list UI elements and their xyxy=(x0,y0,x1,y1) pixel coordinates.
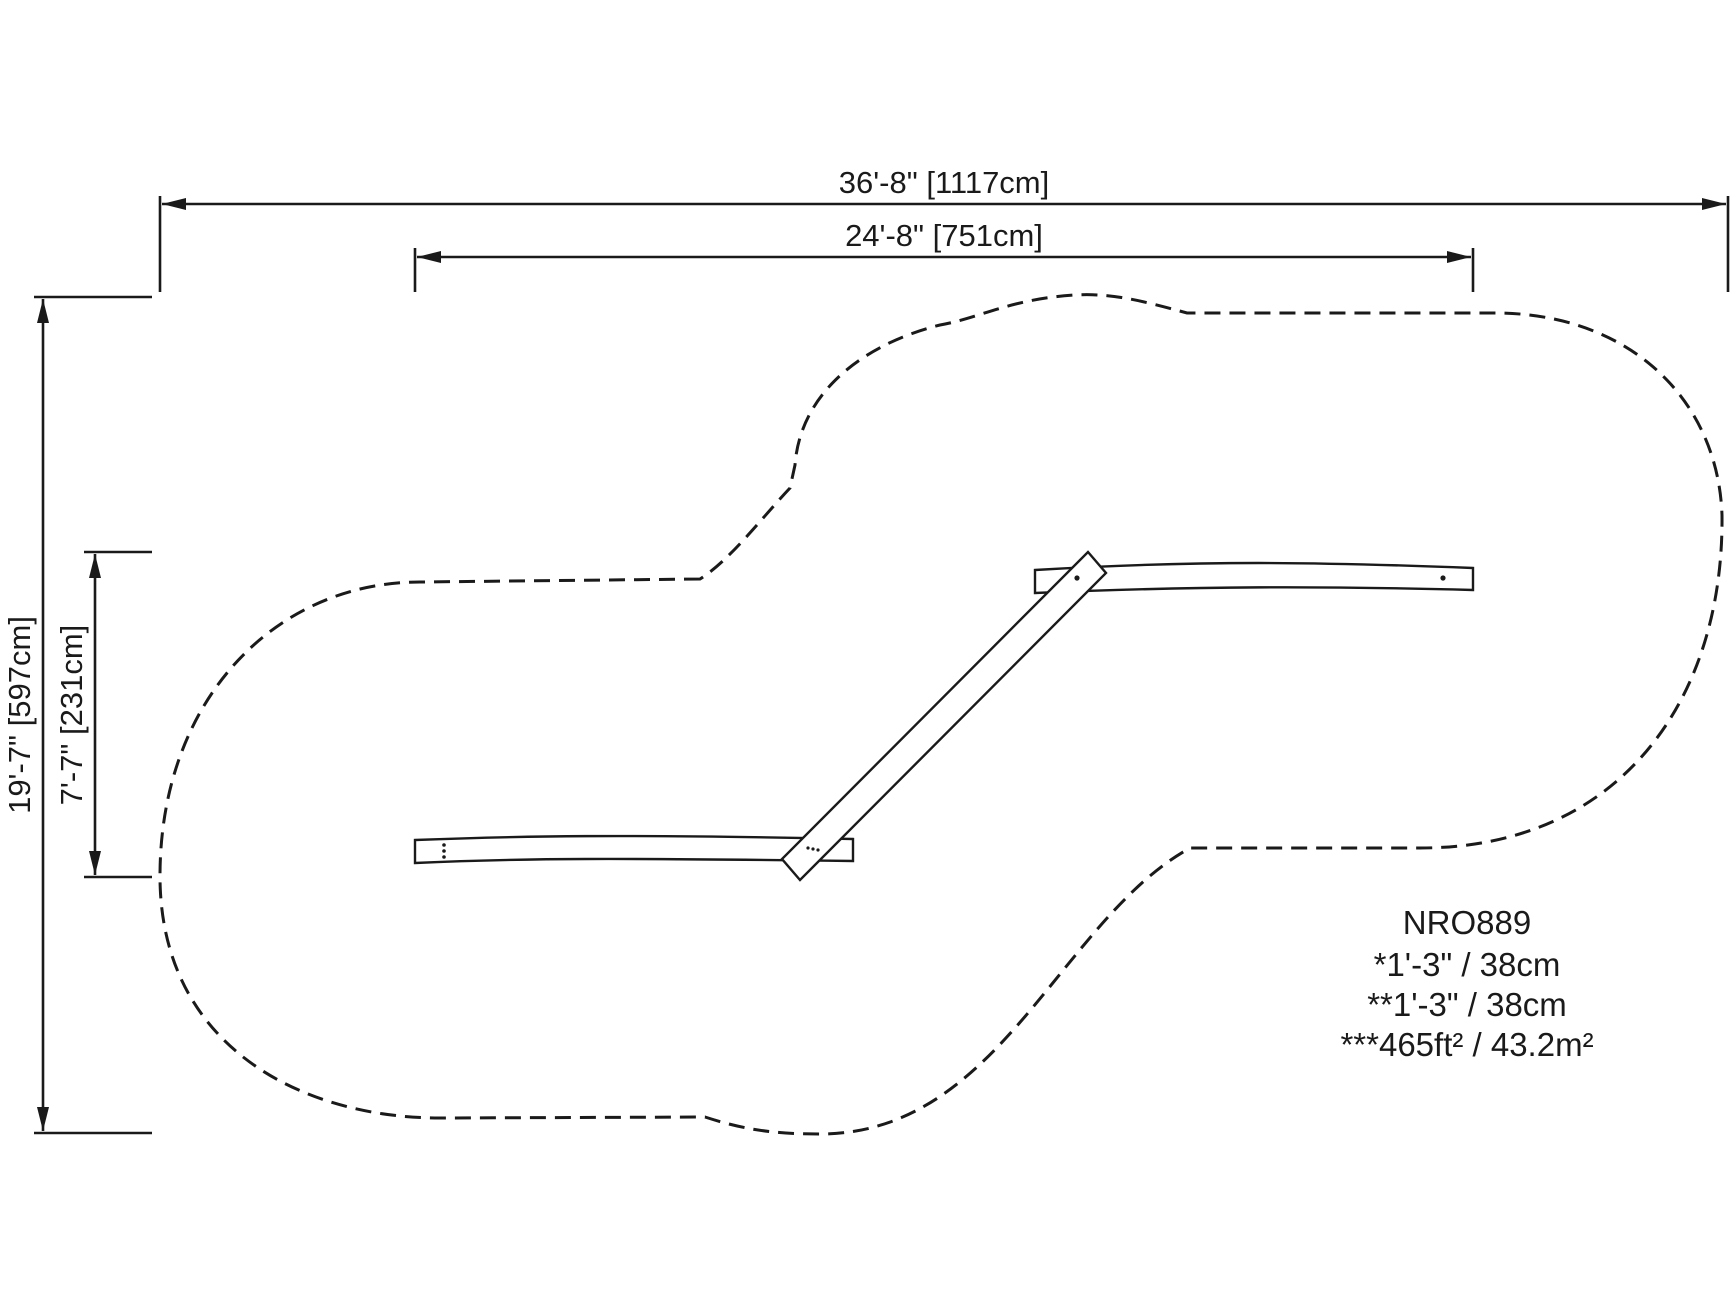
lower-beam-body xyxy=(413,834,855,865)
bolt-icon xyxy=(442,855,446,859)
model-info-block: NRO889 *1'-3" / 38cm **1'-3" / 38cm ***4… xyxy=(1340,904,1593,1063)
arrow-left-icon xyxy=(162,198,186,210)
arrow-right-icon xyxy=(1447,251,1471,263)
model-number: NRO889 xyxy=(1403,904,1531,941)
upper-beam xyxy=(1033,561,1475,595)
info-line-1: *1'-3" / 38cm xyxy=(1374,946,1561,983)
arrow-down-icon xyxy=(89,851,101,875)
info-line-3: ***465ft² / 43.2m² xyxy=(1340,1026,1593,1063)
arrow-up-icon xyxy=(89,554,101,578)
bolt-icon xyxy=(1074,575,1080,581)
safety-zone-boundary xyxy=(158,293,1724,1136)
overall-width-dimension: 36'-8" [1117cm] xyxy=(158,165,1730,292)
arrow-up-icon xyxy=(37,299,49,323)
bolt-icon xyxy=(442,849,446,853)
overall-depth-label: 19'-7" [597cm] xyxy=(2,616,37,814)
inner-depth-dimension: 7'-7" [231cm] xyxy=(54,550,152,879)
inner-width-dimension: 24'-8" [751cm] xyxy=(413,218,1475,292)
bolt-icon xyxy=(1440,575,1446,581)
inner-depth-label: 7'-7" [231cm] xyxy=(54,625,89,806)
overall-depth-dimension: 19'-7" [597cm] xyxy=(2,295,152,1135)
arrow-down-icon xyxy=(37,1107,49,1131)
upper-beam-body xyxy=(1033,561,1475,595)
info-line-2: **1'-3" / 38cm xyxy=(1367,986,1567,1023)
bolt-icon xyxy=(442,843,446,847)
inner-width-label: 24'-8" [751cm] xyxy=(845,218,1043,253)
diagonal-beam xyxy=(780,550,1108,882)
lower-beam xyxy=(413,834,855,865)
arrow-left-icon xyxy=(417,251,441,263)
overall-width-label: 36'-8" [1117cm] xyxy=(839,165,1050,200)
arrow-right-icon xyxy=(1702,198,1726,210)
bolt-icon xyxy=(816,848,820,852)
diagonal-beam-body xyxy=(780,550,1108,882)
bolt-icon xyxy=(806,846,810,850)
bolt-icon xyxy=(811,847,815,851)
